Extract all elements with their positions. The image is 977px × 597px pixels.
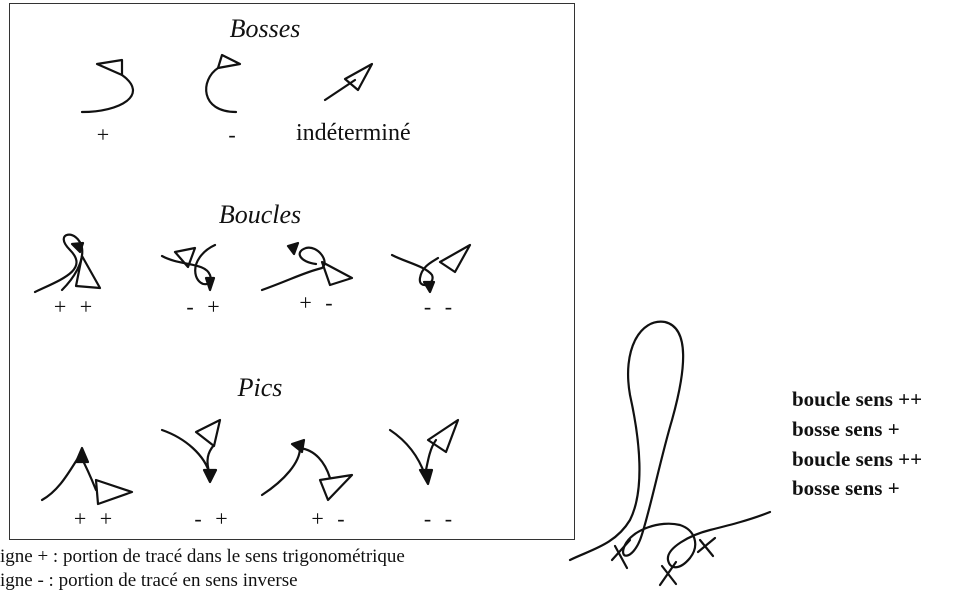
bosse-undetermined-label: indéterminé	[296, 120, 411, 146]
pic-sign-3: + -	[311, 506, 349, 531]
pics-title: Pics	[237, 373, 283, 402]
legend-minus: igne - : portion de tracé en sens invers…	[0, 570, 298, 591]
boucle-pm-glyph	[260, 241, 354, 292]
boucle-sign-3: + -	[299, 290, 337, 315]
bosse-undetermined-glyph	[323, 62, 374, 102]
bosse-sign-plus: +	[96, 122, 114, 147]
boucle-pp-glyph	[33, 233, 102, 294]
boucle-mm-glyph	[390, 243, 472, 294]
primitives-panel	[9, 3, 575, 540]
pic-sign-2: - +	[194, 506, 232, 531]
boucle-sign-1: + +	[53, 294, 97, 319]
pic-sign-1: + +	[73, 506, 117, 531]
pic-pm-glyph	[260, 438, 354, 502]
pic-mm-glyph	[388, 418, 460, 486]
bosse-minus-glyph	[205, 53, 242, 114]
bosses-title: Bosses	[229, 14, 301, 43]
example-label-2: bosse sens +	[792, 417, 900, 441]
boucle-sign-2: - +	[186, 294, 224, 319]
example-label-1: boucle sens ++	[792, 387, 923, 411]
boucle-sign-4: - -	[423, 294, 457, 319]
example-label-3: boucle sens ++	[792, 447, 923, 471]
bosse-sign-minus: -	[228, 122, 240, 147]
bosse-plus-glyph	[80, 58, 135, 114]
boucles-title: Boucles	[218, 200, 302, 229]
pic-sign-4: - -	[423, 506, 457, 531]
example-label-4: bosse sens +	[792, 476, 900, 500]
handwriting-example	[568, 320, 772, 587]
pic-mp-glyph	[160, 418, 222, 484]
pic-pp-glyph	[40, 446, 134, 506]
legend-plus: igne + : portion de tracé dans le sens t…	[0, 546, 405, 567]
boucle-mp-glyph	[160, 243, 217, 292]
